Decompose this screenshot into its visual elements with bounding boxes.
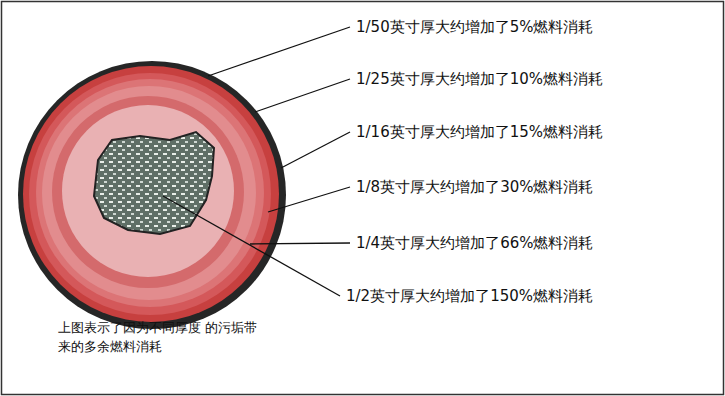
- callout-text: 1/4英寸厚大约增加了66%燃料消耗: [354, 234, 595, 252]
- callout-text: 1/50英寸厚大约增加了5%燃料消耗: [354, 18, 595, 36]
- scale-ring: [62, 105, 234, 277]
- callout-text: 1/16英寸厚大约增加了15%燃料消耗: [354, 123, 605, 141]
- callout-text: 1/2英寸厚大约增加了150%燃料消耗: [344, 287, 595, 305]
- scale-ring: [42, 86, 256, 300]
- scale-ring: [29, 73, 271, 315]
- callout-text: 1/8英寸厚大约增加了30%燃料消耗: [354, 178, 595, 196]
- caption-note: 上图表示了因为不同厚度 的污垢带来的多余燃料消耗: [58, 318, 258, 356]
- leader-lines: [163, 27, 350, 296]
- scale-ring: [36, 79, 264, 307]
- scale-ring: [52, 96, 244, 288]
- callout-text: 1/25英寸厚大约增加了10%燃料消耗: [354, 70, 605, 88]
- pipe-bore: [94, 132, 214, 234]
- scale-ring: [23, 66, 279, 322]
- pipe-wall: [18, 61, 286, 329]
